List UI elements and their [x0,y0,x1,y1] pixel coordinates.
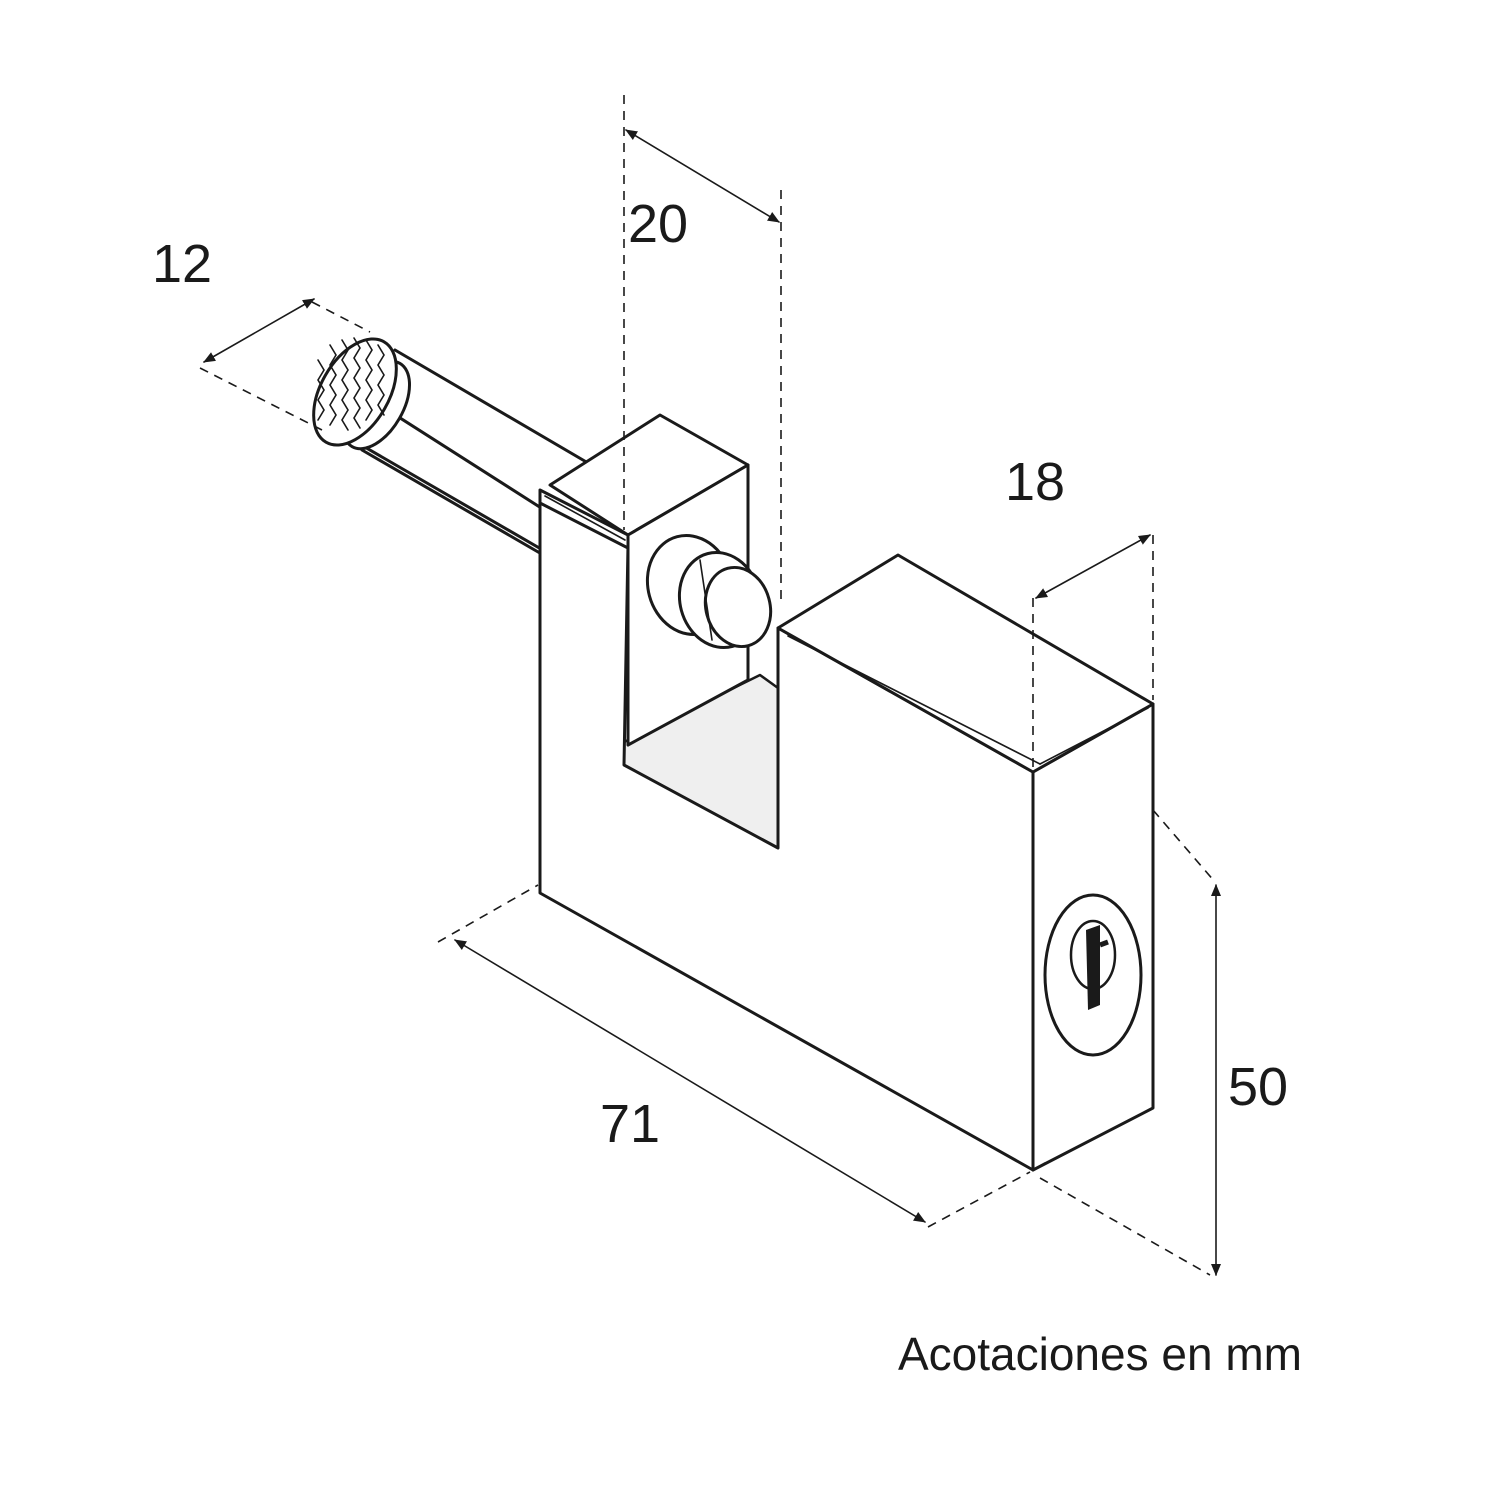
label-12: 12 [152,234,212,294]
label-71: 71 [600,1094,660,1154]
dimension-20: 20 [623,95,782,600]
keyhole-icon [1043,893,1143,1057]
units-note: Acotaciones en mm [898,1328,1302,1380]
dimension-12: 12 [152,234,371,431]
dimension-18: 18 [1005,452,1154,770]
dimension-71: 71 [437,884,1031,1228]
dimension-50: 50 [1039,809,1288,1276]
label-50: 50 [1228,1057,1288,1117]
locking-button [645,533,773,650]
knurled-cap [312,337,398,447]
label-18: 18 [1005,452,1065,512]
label-20: 20 [628,194,688,254]
